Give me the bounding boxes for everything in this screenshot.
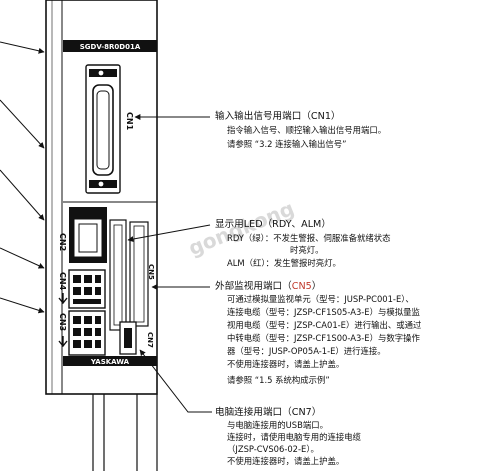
right-leader-lines	[127, 114, 212, 413]
cn4-label: CN4	[58, 272, 67, 291]
cn5-callout-line: 不使用连接器时，请盖上护盖。	[227, 359, 345, 369]
cn7-callout-line: 连接时，请使用电脑专用的连接电缆	[227, 432, 361, 442]
cn5-title-code: CN5	[291, 281, 312, 292]
cn3-label: CN3	[58, 313, 67, 331]
cn7-callout-line: 不使用连接器时，请盖上护盖。	[227, 456, 345, 466]
cn1-label: CN1	[125, 112, 134, 131]
cn7-label: CN7	[146, 332, 154, 348]
model-strip	[63, 40, 157, 52]
brand-strip	[63, 356, 157, 366]
cn5-callout-line: 中转电缆（型号：JZSP-CF1S00-A3-E）与数字操作	[227, 333, 420, 343]
led-callout-line: 时亮灯。	[290, 245, 324, 255]
cn1-callout-line: 指令输入信号、顺控输入输出信号用端口。	[227, 125, 387, 135]
cn5-connector	[129, 221, 149, 327]
cn4-terminal	[68, 269, 106, 309]
cn2-label: CN2	[58, 233, 67, 251]
led-callout-line: RDY（绿）：不发生警报、伺服准备就绪状态	[227, 233, 391, 243]
cn5-callout-line: 视用电缆（型号：JZSP-CA01-E）进行输出、或通过	[227, 320, 422, 330]
led-callout-title: 显示用LED（RDY、ALM）	[215, 219, 331, 230]
cn5-callout-line: 连接电缆（型号：JZSP-CF1S05-A3-E）与模拟量监	[227, 307, 420, 317]
cn1-connector	[85, 64, 121, 194]
model-label: SGDV-8R0D01A	[80, 43, 141, 51]
cn1-callout-line: 请参照 “3.2 连接输入输出信号”	[227, 139, 347, 149]
cn5-callout-line: 器（型号：JUSP-OP05A-1-E）进行连接。	[227, 346, 386, 356]
led-callout-line: ALM（红）：发生警报时亮灯。	[227, 258, 341, 268]
cn2-connector	[69, 207, 107, 263]
cn3-arrow-icon	[58, 336, 68, 348]
cn5-title-prefix: 外部监视用端口（	[215, 281, 292, 292]
cn7-callout-line: （JZSP-CVS06-02-E）。	[227, 444, 319, 454]
cn7-connector	[119, 321, 137, 355]
left-leader-lines	[0, 41, 45, 314]
cn7-callout-title: 电脑连接用端口（CN7）	[215, 407, 322, 418]
cn5-callout-line: 可通过模拟量监视单元（型号：JUSP-PC001-E）、	[227, 294, 414, 304]
brand-label: YASKAWA	[90, 358, 130, 366]
cn3-terminal	[68, 310, 106, 356]
cn4-arrow-icon	[58, 293, 68, 305]
cn5-label: CN5	[147, 264, 155, 280]
cn7-callout-line: 与电脑连接用的USB端口。	[227, 420, 328, 430]
cn5-title-suffix: ）	[311, 281, 322, 292]
cn5-callout-line: 请参照 “1.5 系统构成示例”	[227, 375, 330, 385]
cn5-callout-title: 外部监视用端口（CN5）	[215, 280, 321, 293]
cable-lines	[92, 394, 158, 471]
cn1-callout-title: 输入输出信号用端口（CN1）	[215, 111, 341, 122]
led-panel	[109, 219, 127, 331]
